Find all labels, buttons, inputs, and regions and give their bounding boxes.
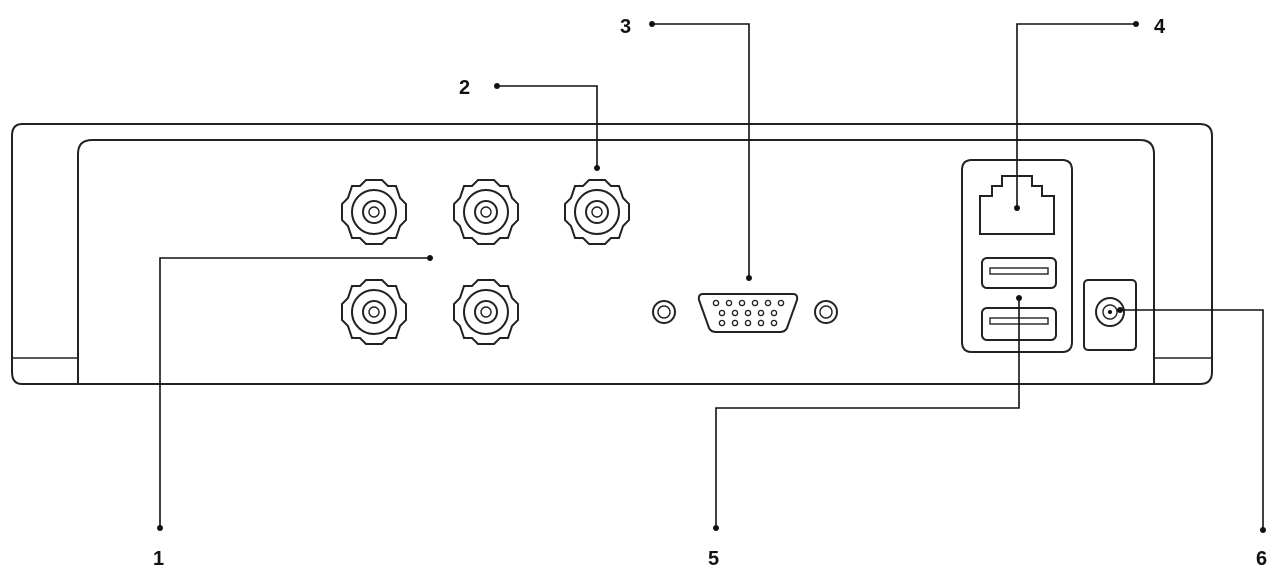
vga-pin: [712, 299, 720, 307]
bnc-connector-icon: [341, 279, 407, 345]
bnc-connector-icon: [453, 279, 519, 345]
callout-number-1: 1: [153, 548, 164, 570]
callout-leader-6: [1117, 307, 1266, 533]
vga-pin: [731, 319, 739, 327]
vga-port-icon: [697, 293, 799, 333]
network-usb-panel: [961, 159, 1073, 353]
vga-pin: [744, 319, 752, 327]
vga-pin: [718, 309, 726, 317]
vga-pin: [751, 299, 759, 307]
vga-pin: [738, 299, 746, 307]
device-housing: [11, 123, 1213, 385]
vga-pin: [764, 299, 772, 307]
vga-pin: [718, 319, 726, 327]
callout-leader-3: [649, 21, 752, 281]
usb-port-icon: [981, 257, 1057, 289]
vga-pin: [725, 299, 733, 307]
callout-leader-5: [713, 295, 1022, 531]
bnc-connector-icon: [453, 179, 519, 245]
bnc-connector-icon: [564, 179, 630, 245]
callout-leader-4: [1014, 21, 1139, 211]
vga-pin: [744, 309, 752, 317]
callout-number-5: 5: [708, 548, 719, 570]
callout-number-3: 3: [620, 16, 631, 38]
vga-pin: [770, 309, 778, 317]
audio-jack-icon: [652, 300, 676, 324]
callout-number-4: 4: [1154, 16, 1166, 38]
callout-number-2: 2: [459, 77, 470, 99]
ethernet-port-icon: [979, 175, 1055, 235]
dc-power-jack-icon: [1083, 279, 1137, 351]
callout-number-6: 6: [1256, 548, 1267, 570]
audio-jack-icon: [814, 300, 838, 324]
bnc-connector-icon: [341, 179, 407, 245]
callout-leader-2: [494, 83, 600, 171]
vga-pin: [757, 309, 765, 317]
callout-leader-1: [157, 255, 433, 531]
vga-pin: [777, 299, 785, 307]
vga-pin: [757, 319, 765, 327]
vga-pin: [731, 309, 739, 317]
vga-pin: [770, 319, 778, 327]
